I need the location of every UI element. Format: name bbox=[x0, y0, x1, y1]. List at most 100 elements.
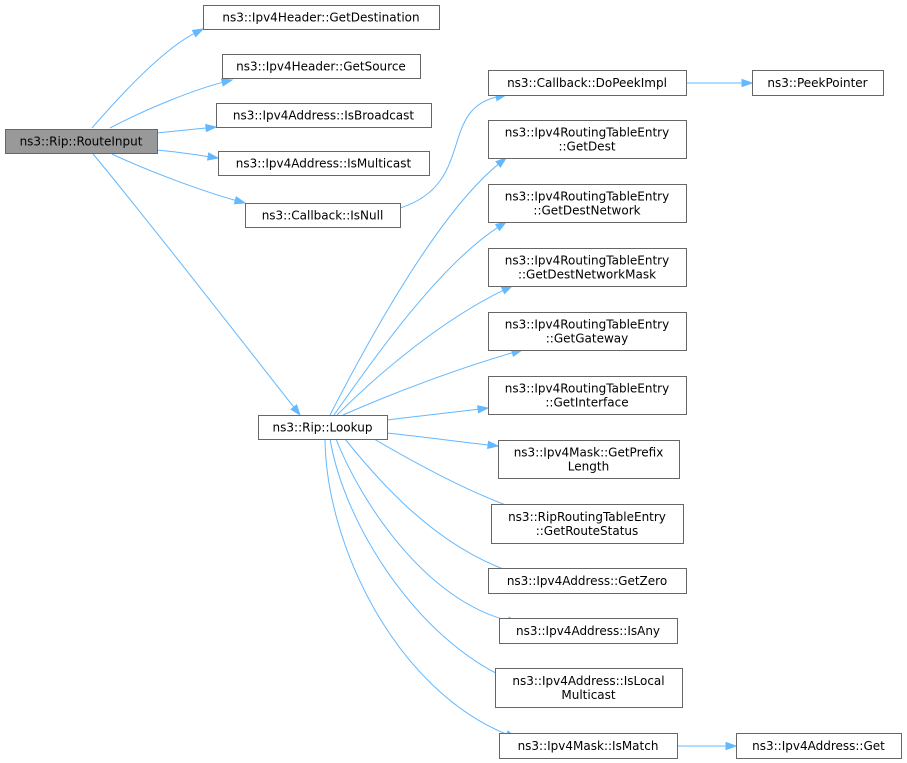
node-label: ns3::Rip::Lookup bbox=[273, 421, 373, 435]
node-label: ns3::Ipv4Address::IsMulticast bbox=[236, 157, 412, 171]
node-box[interactable] bbox=[499, 618, 678, 644]
node-label: Multicast bbox=[561, 688, 616, 702]
node-label: ns3::Ipv4RoutingTableEntry bbox=[505, 126, 669, 140]
arrowhead bbox=[290, 404, 301, 417]
node-box[interactable] bbox=[216, 103, 432, 128]
node-label: ::GetDest bbox=[558, 140, 615, 154]
node-label: ns3::PeekPointer bbox=[767, 76, 867, 90]
node-is-any[interactable]: ns3::Ipv4Address::IsAny bbox=[499, 618, 678, 644]
node-peek-pointer[interactable]: ns3::PeekPointer bbox=[752, 70, 884, 96]
node-get-source[interactable]: ns3::Ipv4Header::GetSource bbox=[222, 54, 421, 79]
node-label: ns3::RipRoutingTableEntry bbox=[508, 510, 666, 524]
node-box[interactable] bbox=[258, 415, 388, 440]
node-box[interactable] bbox=[488, 120, 687, 159]
node-label: ns3::Ipv4Address::IsBroadcast bbox=[233, 109, 415, 123]
edge-lookup-to-get-prefix-length bbox=[386, 432, 500, 450]
edge-line bbox=[399, 96, 498, 209]
edge-route-input-to-lookup bbox=[92, 153, 301, 417]
node-box[interactable] bbox=[488, 184, 687, 223]
edge-line bbox=[109, 81, 224, 129]
node-label: ns3::Ipv4Mask::IsMatch bbox=[518, 739, 659, 753]
node-label: ns3::Ipv4RoutingTableEntry bbox=[505, 382, 669, 396]
node-box[interactable] bbox=[488, 568, 687, 594]
edge-route-input-to-get-destination bbox=[91, 28, 205, 129]
edge-route-input-to-get-source bbox=[109, 78, 234, 129]
node-box[interactable] bbox=[5, 129, 158, 154]
node-route-input[interactable]: ns3::Rip::RouteInput bbox=[5, 129, 158, 154]
arrowhead bbox=[205, 123, 218, 133]
node-box[interactable] bbox=[498, 440, 680, 479]
arrowhead bbox=[487, 440, 500, 450]
node-box[interactable] bbox=[218, 151, 430, 176]
arrowhead bbox=[191, 28, 205, 38]
node-get-interface[interactable]: ns3::Ipv4RoutingTableEntry::GetInterface bbox=[488, 376, 687, 415]
edge-lookup-to-get-interface bbox=[386, 405, 490, 421]
node-box[interactable] bbox=[203, 5, 440, 30]
arrowhead bbox=[233, 196, 247, 205]
node-box[interactable] bbox=[499, 733, 678, 759]
edge-route-input-to-is-multicast bbox=[156, 149, 220, 161]
edge-lookup-to-get-dest-network-mask bbox=[336, 285, 514, 416]
edge-route-input-to-is-null bbox=[111, 153, 247, 205]
node-get-gateway[interactable]: ns3::Ipv4RoutingTableEntry::GetGateway bbox=[488, 312, 687, 351]
node-box[interactable] bbox=[488, 312, 687, 351]
node-box[interactable] bbox=[488, 248, 687, 287]
node-label: ns3::Ipv4Address::IsLocal bbox=[512, 674, 664, 688]
node-box[interactable] bbox=[491, 504, 684, 544]
nodes-layer: ns3::Rip::RouteInput ns3::Ipv4Header::Get… bbox=[5, 5, 902, 759]
edge-lookup-to-get-dest bbox=[329, 157, 508, 416]
edge-line bbox=[111, 153, 237, 202]
node-get-destination[interactable]: ns3::Ipv4Header::GetDestination bbox=[203, 5, 440, 30]
node-box[interactable] bbox=[222, 54, 421, 79]
node-label: ns3::Ipv4Header::GetSource bbox=[236, 60, 406, 74]
node-is-broadcast[interactable]: ns3::Ipv4Address::IsBroadcast bbox=[216, 103, 432, 128]
node-label: ns3::Ipv4Address::Get bbox=[752, 739, 885, 753]
node-box[interactable] bbox=[752, 70, 884, 96]
node-get-dest-network-mask[interactable]: ns3::Ipv4RoutingTableEntry::GetDestNetwo… bbox=[488, 248, 687, 287]
node-label: ns3::Ipv4Address::IsAny bbox=[516, 624, 660, 638]
node-is-null[interactable]: ns3::Callback::IsNull bbox=[245, 203, 401, 228]
node-box[interactable] bbox=[736, 733, 902, 759]
edge-line bbox=[335, 438, 510, 622]
edge-line bbox=[344, 438, 516, 574]
edge-line bbox=[386, 432, 490, 446]
edge-do-peek-impl-to-peek-pointer bbox=[686, 78, 754, 88]
arrowhead bbox=[495, 157, 508, 168]
node-get-dest-network[interactable]: ns3::Ipv4RoutingTableEntry::GetDestNetwo… bbox=[488, 184, 687, 223]
node-get-route-status[interactable]: ns3::RipRoutingTableEntry::GetRouteStatu… bbox=[491, 504, 684, 544]
edge-lookup-to-is-match bbox=[324, 438, 518, 739]
edges-layer bbox=[91, 28, 754, 751]
edge-line bbox=[342, 352, 514, 416]
edge-route-input-to-is-broadcast bbox=[156, 123, 218, 134]
edge-line bbox=[386, 408, 480, 421]
edge-line bbox=[91, 32, 196, 129]
edge-line bbox=[156, 127, 208, 134]
edge-line bbox=[156, 149, 210, 158]
edge-line bbox=[373, 438, 515, 509]
edge-is-match-to-address-get bbox=[677, 741, 738, 751]
node-label: ::GetGateway bbox=[546, 332, 628, 346]
node-box[interactable] bbox=[488, 70, 687, 96]
node-box[interactable] bbox=[495, 668, 683, 708]
node-label: ns3::Ipv4Mask::GetPrefix bbox=[514, 446, 664, 460]
node-get-zero[interactable]: ns3::Ipv4Address::GetZero bbox=[488, 568, 687, 594]
node-lookup[interactable]: ns3::Rip::Lookup bbox=[258, 415, 388, 440]
node-do-peek-impl[interactable]: ns3::Callback::DoPeekImpl bbox=[488, 70, 687, 96]
node-address-get[interactable]: ns3::Ipv4Address::Get bbox=[736, 733, 902, 759]
node-is-multicast[interactable]: ns3::Ipv4Address::IsMulticast bbox=[218, 151, 430, 176]
node-box[interactable] bbox=[488, 376, 687, 415]
node-box[interactable] bbox=[245, 203, 401, 228]
node-label: ns3::Rip::RouteInput bbox=[20, 135, 143, 149]
node-label: ::GetInterface bbox=[545, 396, 628, 410]
node-label: Length bbox=[568, 460, 609, 474]
arrowhead bbox=[494, 221, 508, 232]
node-is-match[interactable]: ns3::Ipv4Mask::IsMatch bbox=[499, 733, 678, 759]
arrowhead bbox=[206, 152, 220, 161]
edge-line bbox=[333, 226, 499, 416]
edge-line bbox=[329, 438, 508, 679]
node-get-dest[interactable]: ns3::Ipv4RoutingTableEntry::GetDest bbox=[488, 120, 687, 159]
node-label: ns3::Ipv4RoutingTableEntry bbox=[505, 190, 669, 204]
